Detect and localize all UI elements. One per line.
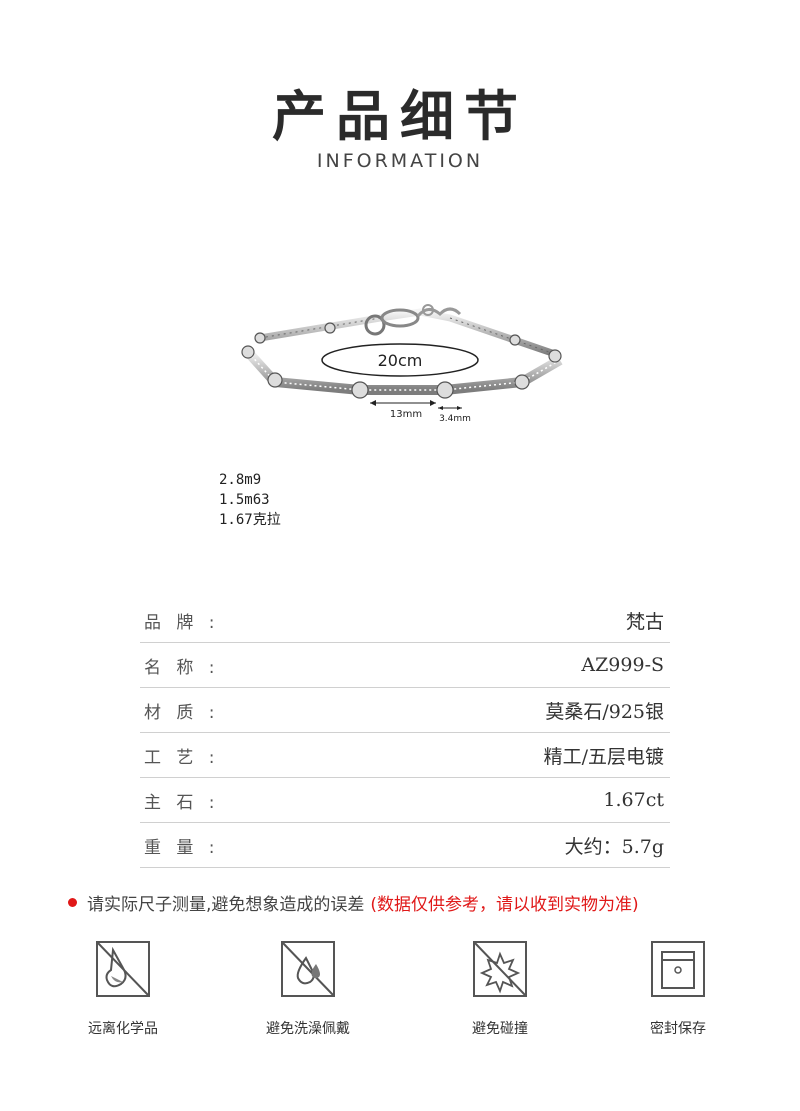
page-subtitle: INFORMATION xyxy=(316,150,484,172)
bar-length-label: 13mm xyxy=(390,409,422,420)
table-row: 工 艺 : 精工/五层电镀 xyxy=(140,733,670,778)
table-row: 品 牌 : 梵古 xyxy=(140,598,670,643)
row-label: 名 称 : xyxy=(144,657,220,678)
sealed-bag-icon xyxy=(651,941,705,997)
row-label: 主 石 : xyxy=(144,792,220,813)
row-value: 梵古 xyxy=(625,610,664,633)
stone-width-label: 3.4mm xyxy=(439,414,471,424)
spec-line: 1.67克拉 xyxy=(219,512,281,528)
care-label: 远离化学品 xyxy=(88,1021,158,1037)
impact-burst-icon xyxy=(473,941,527,997)
row-value: 大约：5.7g xyxy=(564,835,664,858)
care-label: 避免碰撞 xyxy=(472,1021,528,1037)
bullet-dot-icon xyxy=(68,898,77,907)
care-item: 避免碰撞 xyxy=(440,940,560,1038)
table-row: 主 石 : 1.67ct xyxy=(140,778,670,823)
care-item: 远离化学品 xyxy=(63,940,183,1038)
water-drop-icon xyxy=(281,941,335,997)
chemical-flask-icon xyxy=(96,941,150,997)
row-label: 重 量 : xyxy=(144,837,220,858)
row-value: 1.67ct xyxy=(603,789,664,811)
care-item: 密封保存 xyxy=(618,940,738,1038)
row-value: 精工/五层电镀 xyxy=(543,745,664,768)
spec-lines: 2.8m9 1.5m63 1.67克拉 xyxy=(219,470,281,530)
product-info-table: 品 牌 : 梵古 名 称 : AZ999-S 材 质 : 莫桑石/925银 工 … xyxy=(140,598,670,868)
row-value: AZ999-S xyxy=(581,654,664,676)
care-label: 密封保存 xyxy=(650,1021,706,1037)
care-label: 避免洗澡佩戴 xyxy=(266,1021,350,1037)
row-label: 材 质 : xyxy=(144,702,220,723)
care-item: 避免洗澡佩戴 xyxy=(248,940,368,1038)
table-row: 名 称 : AZ999-S xyxy=(140,643,670,688)
row-label: 工 艺 : xyxy=(144,747,220,768)
bracelet-image: 20cm 13mm 3.4mm xyxy=(241,304,563,424)
bracelet-length-label: 20cm xyxy=(378,351,423,370)
page-title: 产品细节 xyxy=(272,85,528,148)
measurement-note: 请实际尺子测量,避免想象造成的误差 (数据仅供参考，请以收到实物为准) xyxy=(68,890,639,915)
note-highlight: (数据仅供参考，请以收到实物为准) xyxy=(370,895,639,915)
table-row: 材 质 : 莫桑石/925银 xyxy=(140,688,670,733)
row-label: 品 牌 : xyxy=(144,612,220,633)
spec-line: 1.5m63 xyxy=(219,492,270,508)
row-value: 莫桑石/925银 xyxy=(545,700,664,723)
note-text: 请实际尺子测量,避免想象造成的误差 xyxy=(87,895,365,915)
spec-line: 2.8m9 xyxy=(219,472,262,488)
table-row: 重 量 : 大约：5.7g xyxy=(140,823,670,868)
